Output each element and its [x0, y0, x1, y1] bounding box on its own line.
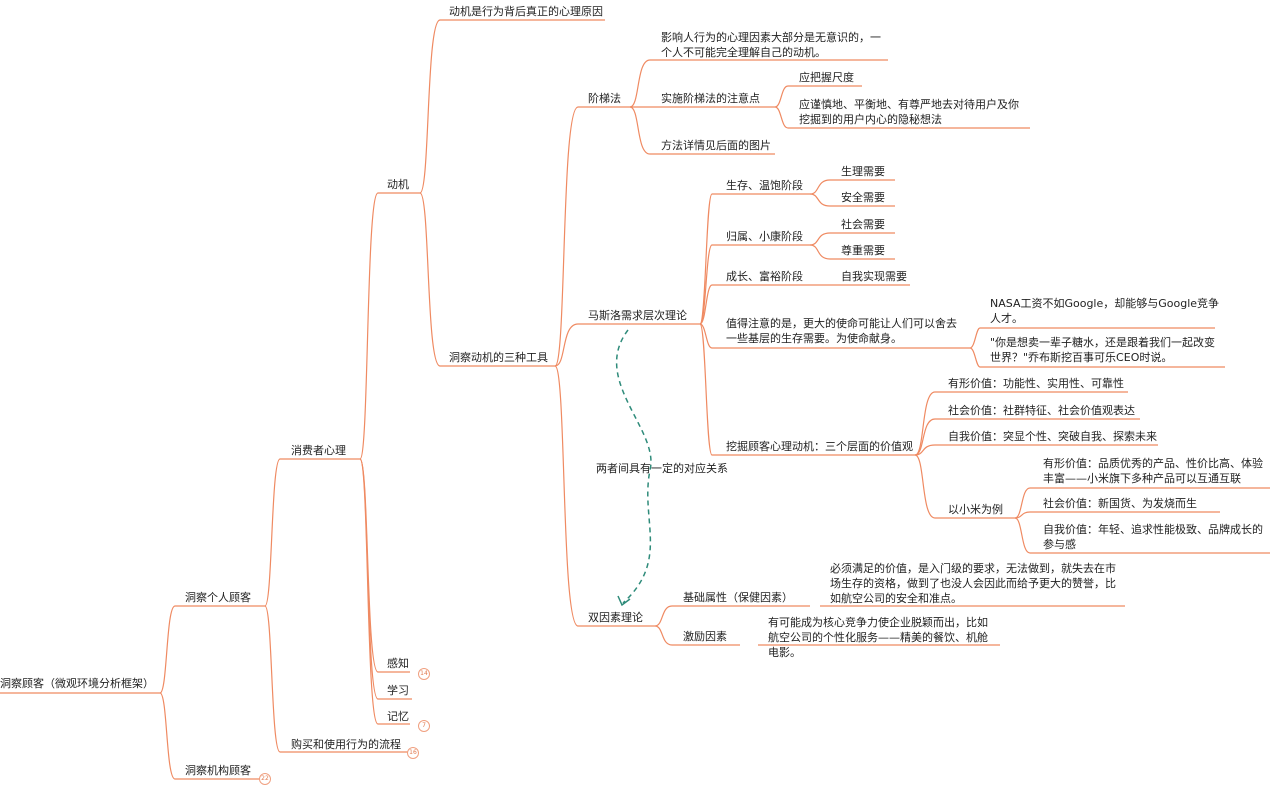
node-hygiene-factor[interactable]: 基础属性（保健因素） [683, 591, 793, 604]
node-ladder-caution-b[interactable]: 应谨慎地、平衡地、有尊严地去对待用户及你挖掘到的用户内心的隐秘想法 [799, 98, 1019, 126]
node-esteem[interactable]: 尊重需要 [841, 244, 885, 257]
branch-connector [914, 454, 936, 519]
branch-connector [809, 179, 831, 195]
branch-connector [159, 692, 176, 780]
branch-connector [969, 327, 981, 349]
branch-connector [419, 192, 441, 367]
node-three-tools[interactable]: 洞察动机的三种工具 [449, 351, 548, 364]
branch-connector [774, 106, 789, 129]
node-two-factor[interactable]: 双因素理论 [588, 611, 643, 624]
node-perception[interactable]: 感知 [387, 657, 409, 670]
node-motive[interactable]: 动机 [387, 178, 409, 191]
node-maslow[interactable]: 马斯洛需求层次理论 [588, 309, 687, 322]
branch-connector [914, 418, 936, 456]
branch-connector [654, 625, 673, 646]
relation-dashed-arrow [615, 329, 652, 604]
node-ladder-caution-a[interactable]: 应把握尺度 [799, 71, 854, 84]
branch-connector [809, 232, 831, 246]
branch-connector [809, 193, 831, 207]
node-stage-survival[interactable]: 生存、温饱阶段 [726, 179, 803, 192]
branch-connector [629, 106, 651, 155]
branch-connector [699, 284, 713, 325]
branch-connector [554, 106, 579, 367]
branch-connector [699, 323, 713, 456]
node-safety[interactable]: 安全需要 [841, 191, 885, 204]
node-mission-note[interactable]: 值得注意的是，更大的使命可能让人们可以舍去一些基层的生存需要。为使命献身。 [726, 317, 957, 345]
node-insight-organization[interactable]: 洞察机构顾客 [185, 764, 251, 777]
branch-connector [554, 365, 579, 627]
node-xiaomi-tangible[interactable]: 有形价值：品质优秀的产品、性价比高、体验丰富——小米旗下多种产品可以互通互联 [1043, 457, 1263, 485]
branch-connector [264, 458, 281, 607]
node-xiaomi[interactable]: 以小米为例 [948, 503, 1003, 516]
node-self-actualization[interactable]: 自我实现需要 [841, 270, 907, 283]
branch-connector [654, 605, 673, 627]
node-social[interactable]: 社会需要 [841, 218, 885, 231]
branch-connector [359, 458, 379, 725]
branch-connector [1014, 487, 1031, 519]
branch-connector [359, 458, 379, 700]
collapsed-count-badge[interactable]: 14 [418, 668, 430, 680]
node-xiaomi-self[interactable]: 自我价值：年轻、追求性能极致、品牌成长的参与感 [1043, 523, 1263, 551]
node-hygiene-desc[interactable]: 必须满足的价值，是入门级的要求，无法做到，就失去在市场生存的资格，做到了也没人会… [830, 562, 1116, 605]
branch-connector [159, 605, 176, 694]
node-insight-individual[interactable]: 洞察个人顾客 [185, 591, 251, 604]
branch-connector [914, 444, 936, 456]
branch-connector [969, 347, 981, 368]
branch-connector [699, 323, 713, 349]
collapsed-count-badge[interactable]: 16 [407, 747, 419, 759]
node-three-values[interactable]: 挖掘顾客心理动机：三个层面的价值观 [726, 440, 913, 453]
node-tangible-value[interactable]: 有形价值：功能性、实用性、可靠性 [948, 377, 1124, 390]
node-ladder-details[interactable]: 方法详情见后面的图片 [661, 139, 771, 152]
node-nasa-example[interactable]: NASA工资不如Google，却能够与Google竞争人才。 [990, 297, 1220, 325]
node-memory[interactable]: 记忆 [387, 710, 409, 723]
branch-connector [1014, 517, 1031, 554]
branch-connector [809, 244, 831, 260]
branch-connector [554, 323, 579, 367]
relation-arrowhead [617, 595, 631, 607]
node-ladder-cautions[interactable]: 实施阶梯法的注意点 [661, 92, 760, 105]
node-learning[interactable]: 学习 [387, 684, 409, 697]
branch-connector [629, 59, 651, 108]
node-motive-root-cause[interactable]: 动机是行为背后真正的心理原因 [449, 5, 603, 18]
node-social-value[interactable]: 社会价值：社群特征、社会价值观表达 [948, 404, 1135, 417]
node-stage-belonging[interactable]: 归属、小康阶段 [726, 230, 803, 243]
branch-connector [264, 605, 281, 753]
node-self-value[interactable]: 自我价值：突显个性、突破自我、探索未来 [948, 430, 1157, 443]
node-physiological[interactable]: 生理需要 [841, 165, 885, 178]
node-motivator-desc[interactable]: 有可能成为核心竞争力使企业脱颖而出，比如航空公司的个性化服务——精美的餐饮、机舱… [768, 616, 988, 659]
relation-label: 两者间具有一定的对应关系 [596, 462, 728, 475]
node-ladder-note[interactable]: 影响人行为的心理因素大部分是无意识的，一个人不可能完全理解自己的动机。 [661, 31, 881, 59]
node-xiaomi-social[interactable]: 社会价值：新国货、为发烧而生 [1043, 497, 1197, 510]
branch-connector [419, 19, 441, 194]
branch-connector [359, 192, 379, 460]
collapsed-count-badge[interactable]: 22 [259, 773, 271, 785]
node-motivator[interactable]: 激励因素 [683, 630, 727, 643]
branch-connector [1014, 511, 1031, 519]
collapsed-count-badge[interactable]: 7 [418, 720, 430, 732]
node-purchase-flow[interactable]: 购买和使用行为的流程 [291, 738, 401, 751]
node-ladder[interactable]: 阶梯法 [588, 92, 621, 105]
branch-connector [774, 85, 789, 108]
node-stage-growth[interactable]: 成长、富裕阶段 [726, 270, 803, 283]
node-jobs-quote[interactable]: "你是想卖一辈子糖水，还是跟着我们一起改变世界？"乔布斯挖百事可乐CEO时说。 [990, 336, 1216, 364]
root-node[interactable]: 洞察顾客（微观环境分析框架） [0, 677, 154, 690]
node-consumer-psychology[interactable]: 消费者心理 [291, 444, 346, 457]
